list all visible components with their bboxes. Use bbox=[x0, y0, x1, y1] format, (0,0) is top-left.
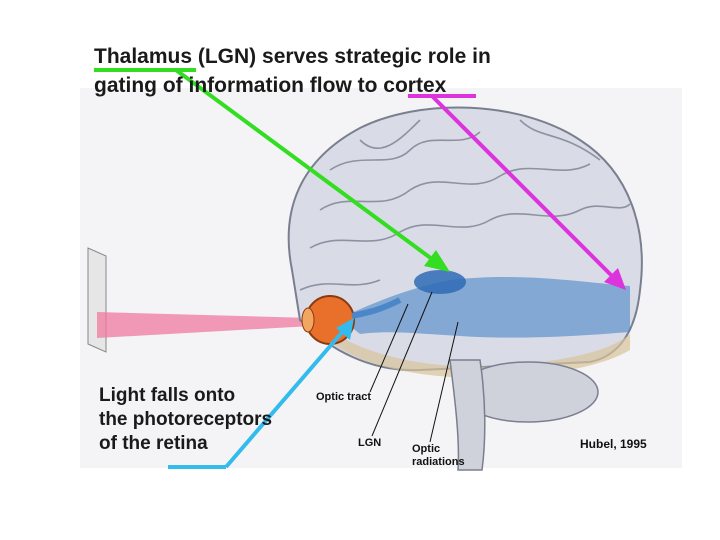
optic-nerve bbox=[351, 297, 402, 319]
label-optic-radiations-line-2: radiations bbox=[412, 456, 465, 468]
retina-arrowhead bbox=[336, 318, 354, 340]
retina-caption-line-3: of the retina bbox=[99, 433, 208, 454]
light-beam bbox=[97, 312, 312, 338]
cortex-arrowhead bbox=[604, 268, 626, 290]
slide-title: Thalamus (LGN) serves strategic role in … bbox=[94, 42, 654, 100]
lgn-nucleus bbox=[414, 270, 466, 294]
retina-caption: Light falls onto the photoreceptors of t… bbox=[99, 384, 339, 456]
cortex-folds bbox=[299, 119, 631, 291]
visual-pathway bbox=[340, 276, 630, 338]
brainstem bbox=[449, 359, 486, 471]
slide-title-line-1: Thalamus (LGN) serves strategic role in bbox=[94, 45, 491, 68]
thalamus-arrowhead bbox=[424, 250, 450, 272]
slide-title-line-2: gating of information flow to cortex bbox=[94, 74, 447, 97]
label-optic-tract: Optic tract bbox=[316, 391, 372, 403]
lens bbox=[301, 307, 315, 333]
thalamus-arrow bbox=[174, 68, 438, 264]
cortex-arrow bbox=[430, 94, 616, 280]
retina-caption-line-2: the photoreceptors bbox=[99, 409, 273, 430]
retina-caption-line-1: Light falls onto bbox=[99, 385, 236, 406]
label-leader-lines bbox=[369, 291, 459, 443]
label-lgn: LGN bbox=[358, 437, 382, 449]
retina-arrow bbox=[224, 328, 346, 469]
image-credit: Hubel, 1995 bbox=[580, 437, 647, 451]
label-optic-radiations-line-1: Optic bbox=[412, 443, 441, 455]
label-optic-radiations: Optic radiations bbox=[412, 443, 482, 469]
